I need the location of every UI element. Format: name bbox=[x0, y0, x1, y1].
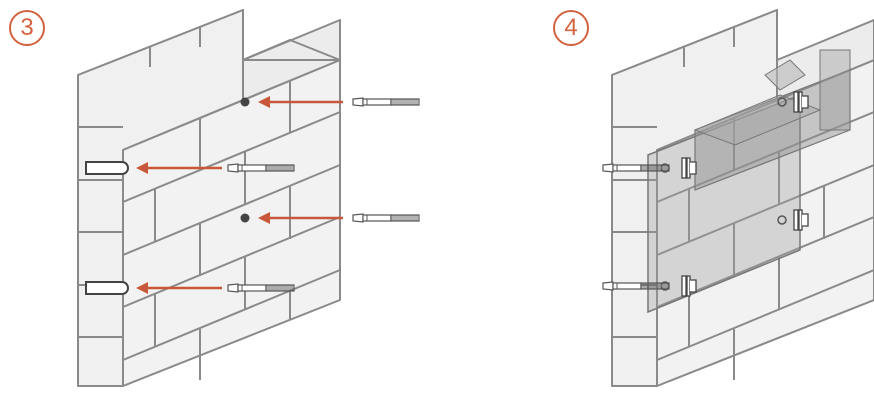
arrow-left-icon bbox=[258, 212, 343, 224]
mounting-plate bbox=[647, 49, 851, 314]
screw-icon bbox=[602, 281, 670, 291]
wall-plug-icon bbox=[352, 97, 420, 107]
step-4-badge: 4 bbox=[553, 10, 589, 46]
arrow-left-icon bbox=[258, 96, 343, 108]
wall-plug-icon bbox=[352, 213, 420, 223]
drill-hole-icon bbox=[660, 163, 670, 173]
drill-hole-icon bbox=[777, 97, 787, 107]
drill-hole-icon bbox=[660, 281, 670, 291]
wall-plug-icon bbox=[227, 283, 295, 293]
drill-hole-icon bbox=[85, 281, 129, 295]
drill-hole-icon bbox=[85, 161, 129, 175]
step-3-badge: 3 bbox=[9, 10, 45, 46]
screw-icon bbox=[602, 163, 670, 173]
step-4-number: 4 bbox=[564, 14, 578, 41]
arrow-left-icon bbox=[136, 162, 222, 174]
drill-hole-icon bbox=[777, 215, 787, 225]
drill-hole-icon bbox=[240, 97, 250, 107]
arrow-left-icon bbox=[136, 282, 222, 294]
step-3-number: 3 bbox=[20, 14, 34, 41]
wall-plug-icon bbox=[227, 163, 295, 173]
drill-hole-icon bbox=[240, 213, 250, 223]
brick-wall-left bbox=[77, 9, 341, 387]
